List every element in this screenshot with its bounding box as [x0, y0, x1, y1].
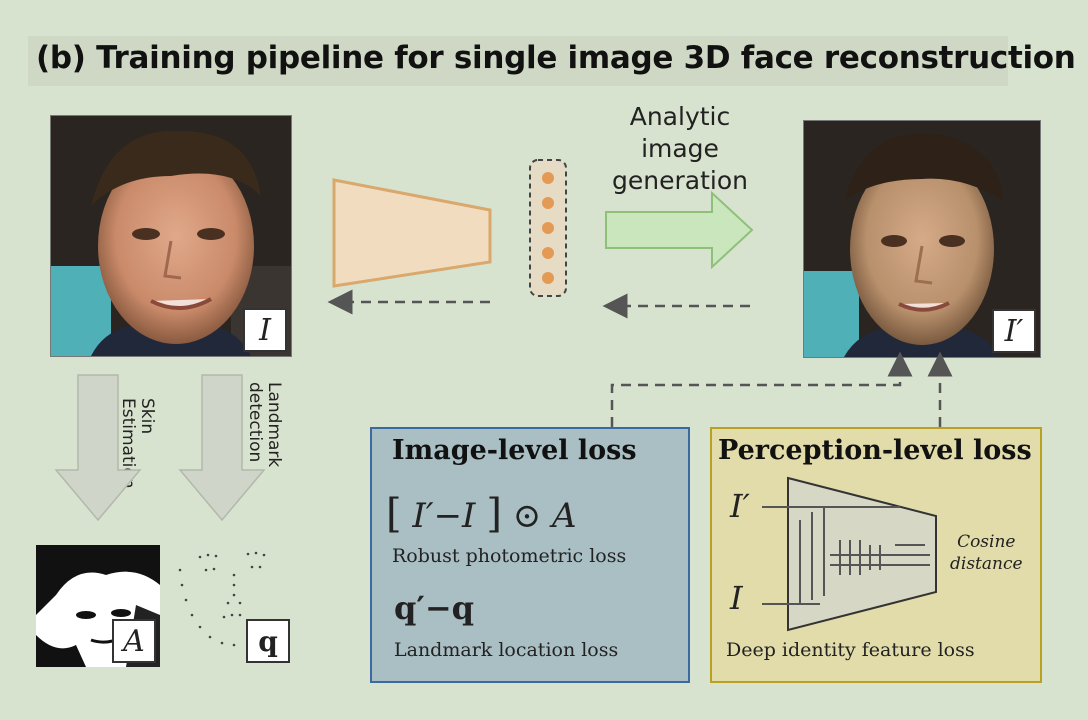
formula-bracket-left: [ — [386, 491, 402, 537]
formula-operator: ⊙ — [512, 496, 542, 536]
image-loss-feedback — [610, 351, 913, 427]
reconstructed-face-image: I′ — [803, 120, 1041, 358]
generation-label: Analytic image generation — [590, 101, 770, 197]
latent-dots — [542, 172, 554, 284]
landmark-label-line-2: detection — [245, 382, 265, 463]
formula-lhs: I′−I — [412, 496, 476, 536]
mask-label: A — [112, 619, 156, 663]
photometric-loss-caption: Robust photometric loss — [392, 545, 627, 567]
formula-rhs: A — [552, 496, 577, 536]
formula-bracket-right: ] — [486, 491, 502, 537]
skin-label-line-1: Skin — [137, 398, 157, 435]
rnet-label: R-Net — [358, 214, 436, 247]
output-image-label: I′ — [992, 309, 1036, 353]
image-level-loss-box: Image-level loss [ I′−I ] ⊙ A Robust pho… — [370, 427, 690, 683]
perception-loss-title: Perception-level loss — [718, 435, 1032, 466]
landmark-points-graphic — [178, 551, 266, 647]
image-loss-title: Image-level loss — [392, 435, 637, 466]
landmark-label-line-1: Landmark — [264, 382, 284, 468]
deep-identity-caption: Deep identity feature loss — [726, 639, 975, 661]
latent-vector — [529, 159, 567, 297]
perception-level-loss-box: Perception-level loss I′ I Cosine distan… — [710, 427, 1042, 683]
skin-mask-image: A — [36, 545, 160, 667]
perception-input-top: I′ — [730, 487, 750, 525]
title-band — [28, 36, 1008, 86]
photometric-formula: [ I′−I ] ⊙ A — [386, 491, 577, 537]
page-title: (b) Training pipeline for single image 3… — [36, 40, 1076, 76]
landmarks-label: q — [246, 619, 290, 663]
landmark-points-image: q — [170, 545, 294, 667]
cosine-line-2: distance — [950, 554, 1023, 574]
perception-input-bottom: I — [730, 579, 743, 617]
landmark-detection-label: Landmark detection — [245, 382, 284, 468]
reconstructed-face-graphic — [804, 121, 1040, 357]
cosine-distance-label: Cosine distance — [950, 531, 1023, 575]
landmark-loss-caption: Landmark location loss — [394, 639, 619, 661]
input-face-image: I — [50, 115, 292, 357]
generation-line-2: image — [641, 134, 719, 163]
input-image-label: I — [243, 308, 287, 352]
cosine-line-1: Cosine — [957, 532, 1016, 552]
generation-line-1: Analytic — [629, 102, 731, 131]
skin-estimation-label: Skin Estimation — [118, 398, 157, 489]
skin-label-line-2: Estimation — [118, 398, 138, 489]
generation-arrow — [605, 190, 754, 270]
generation-line-3: generation — [612, 166, 748, 195]
landmark-formula: q′−q — [394, 589, 474, 627]
input-face-graphic — [51, 116, 291, 356]
